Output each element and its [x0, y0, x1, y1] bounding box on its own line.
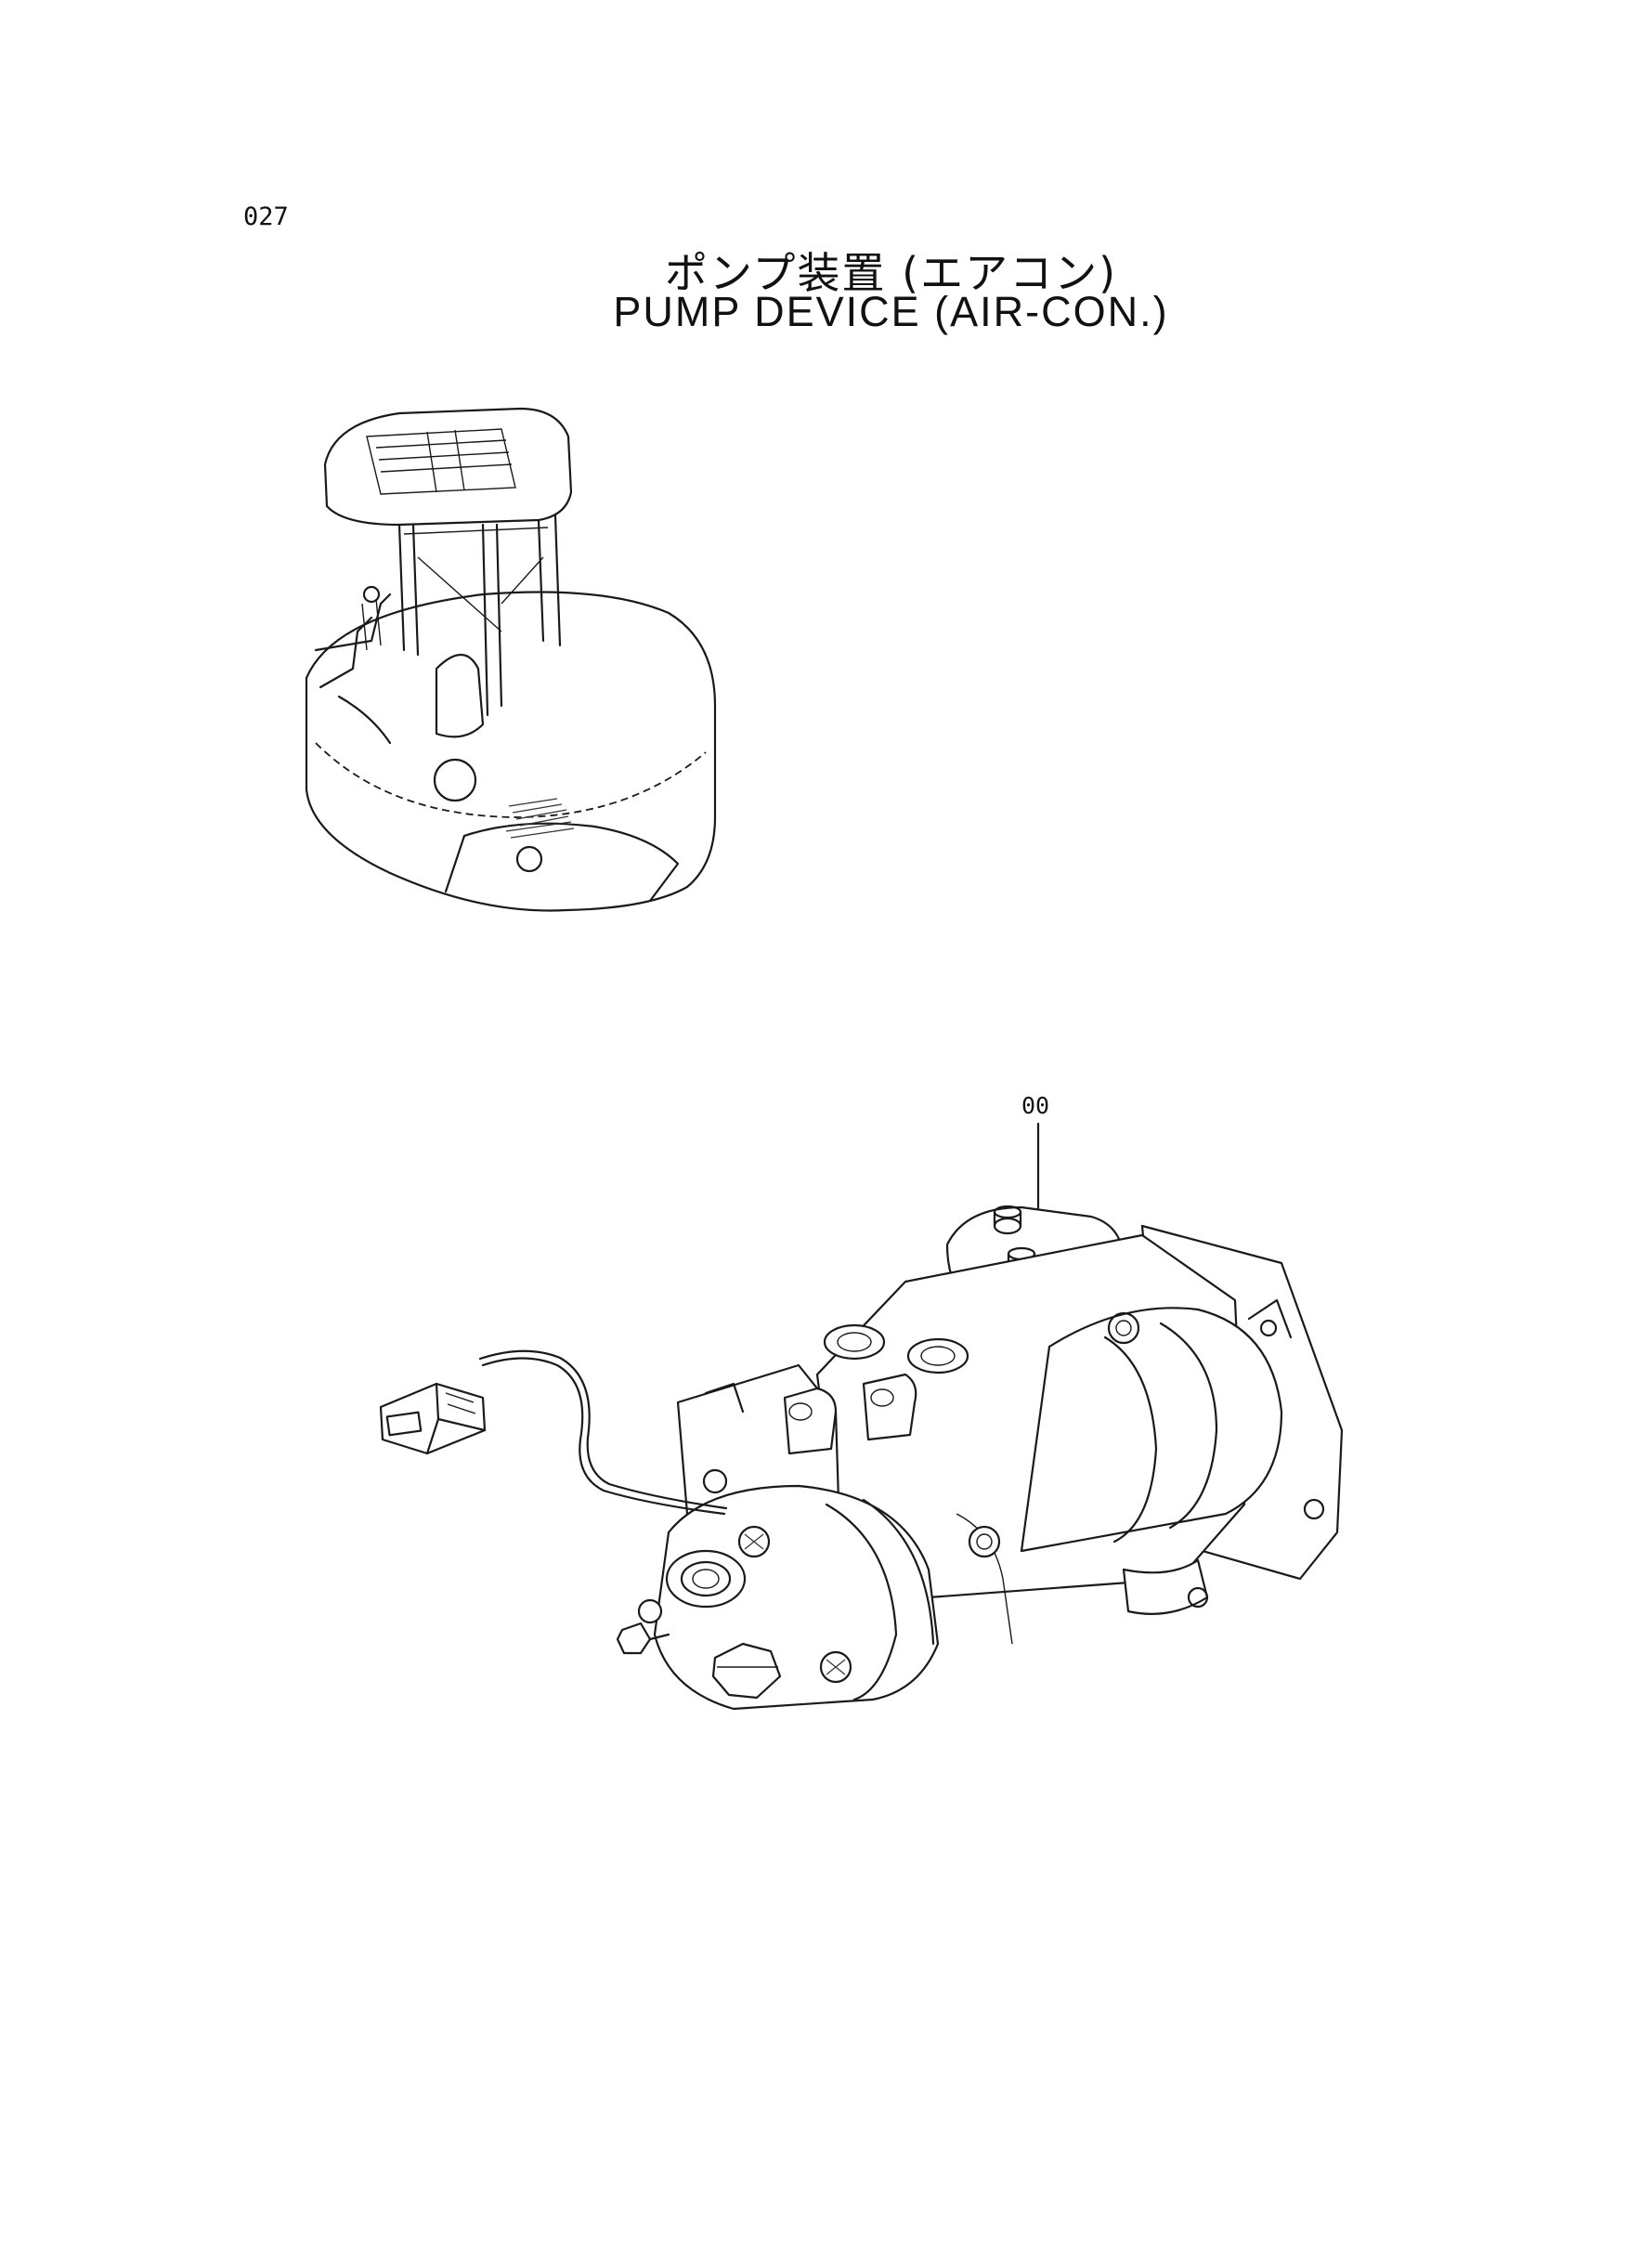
page-title-japanese: ポンプ装置 (エアコン) [664, 248, 1118, 298]
page-title-english: PUMP DEVICE (AIR-CON.) [613, 288, 1169, 335]
callout-label-00: 00 [1021, 1092, 1050, 1119]
page-number: 027 [243, 202, 289, 231]
